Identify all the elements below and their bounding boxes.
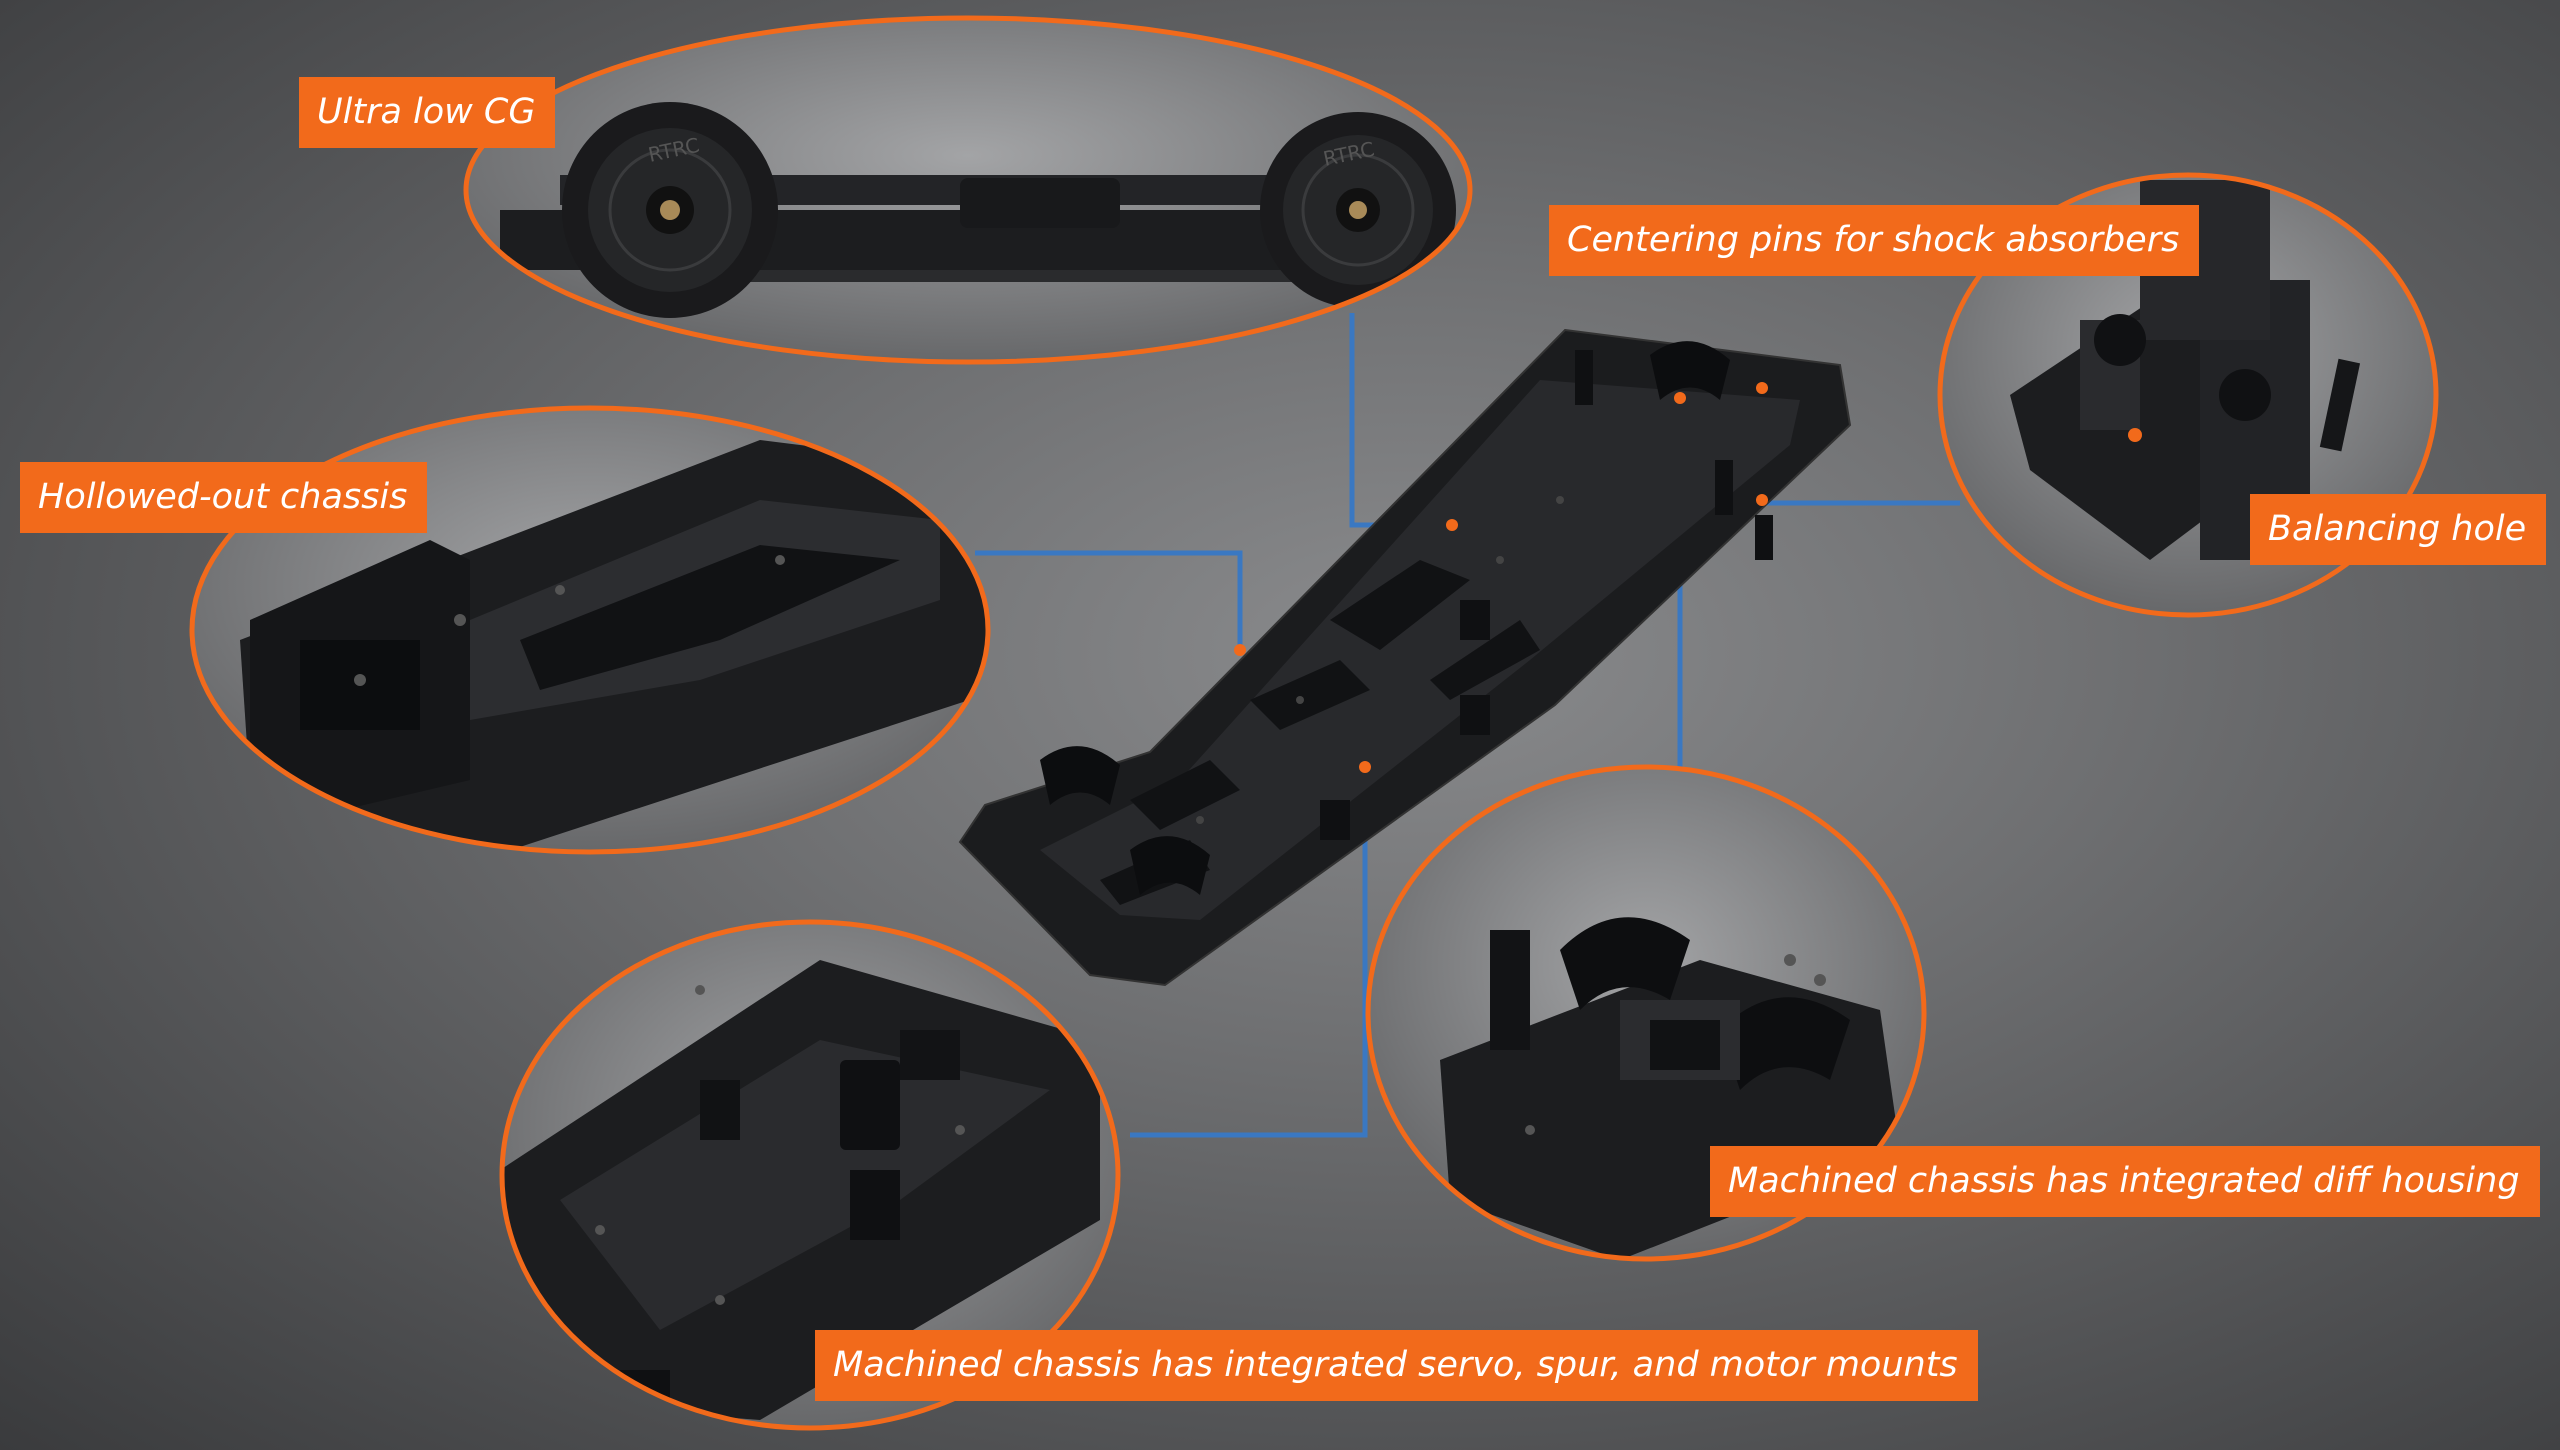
mounts-photo (499, 919, 1121, 1431)
callout-ultra-low-cg: Ultra low CG (299, 77, 556, 148)
callout-centering-pins: Centering pins for shock absorbers (1549, 205, 2200, 276)
ultra-low-cg-photo: RTRC RTRC (463, 15, 1473, 365)
leader-line-hollowed-out (975, 550, 1243, 650)
callout-hollowed-out-chassis: Hollowed-out chassis (20, 462, 428, 533)
callout-balancing-hole: Balancing hole (2250, 494, 2547, 565)
callout-mounts: Machined chassis has integrated servo, s… (815, 1330, 1978, 1401)
callout-diff-housing: Machined chassis has integrated diff hou… (1710, 1146, 2540, 1217)
main-chassis (958, 328, 1852, 987)
leader-line-mounts (1130, 767, 1368, 1138)
